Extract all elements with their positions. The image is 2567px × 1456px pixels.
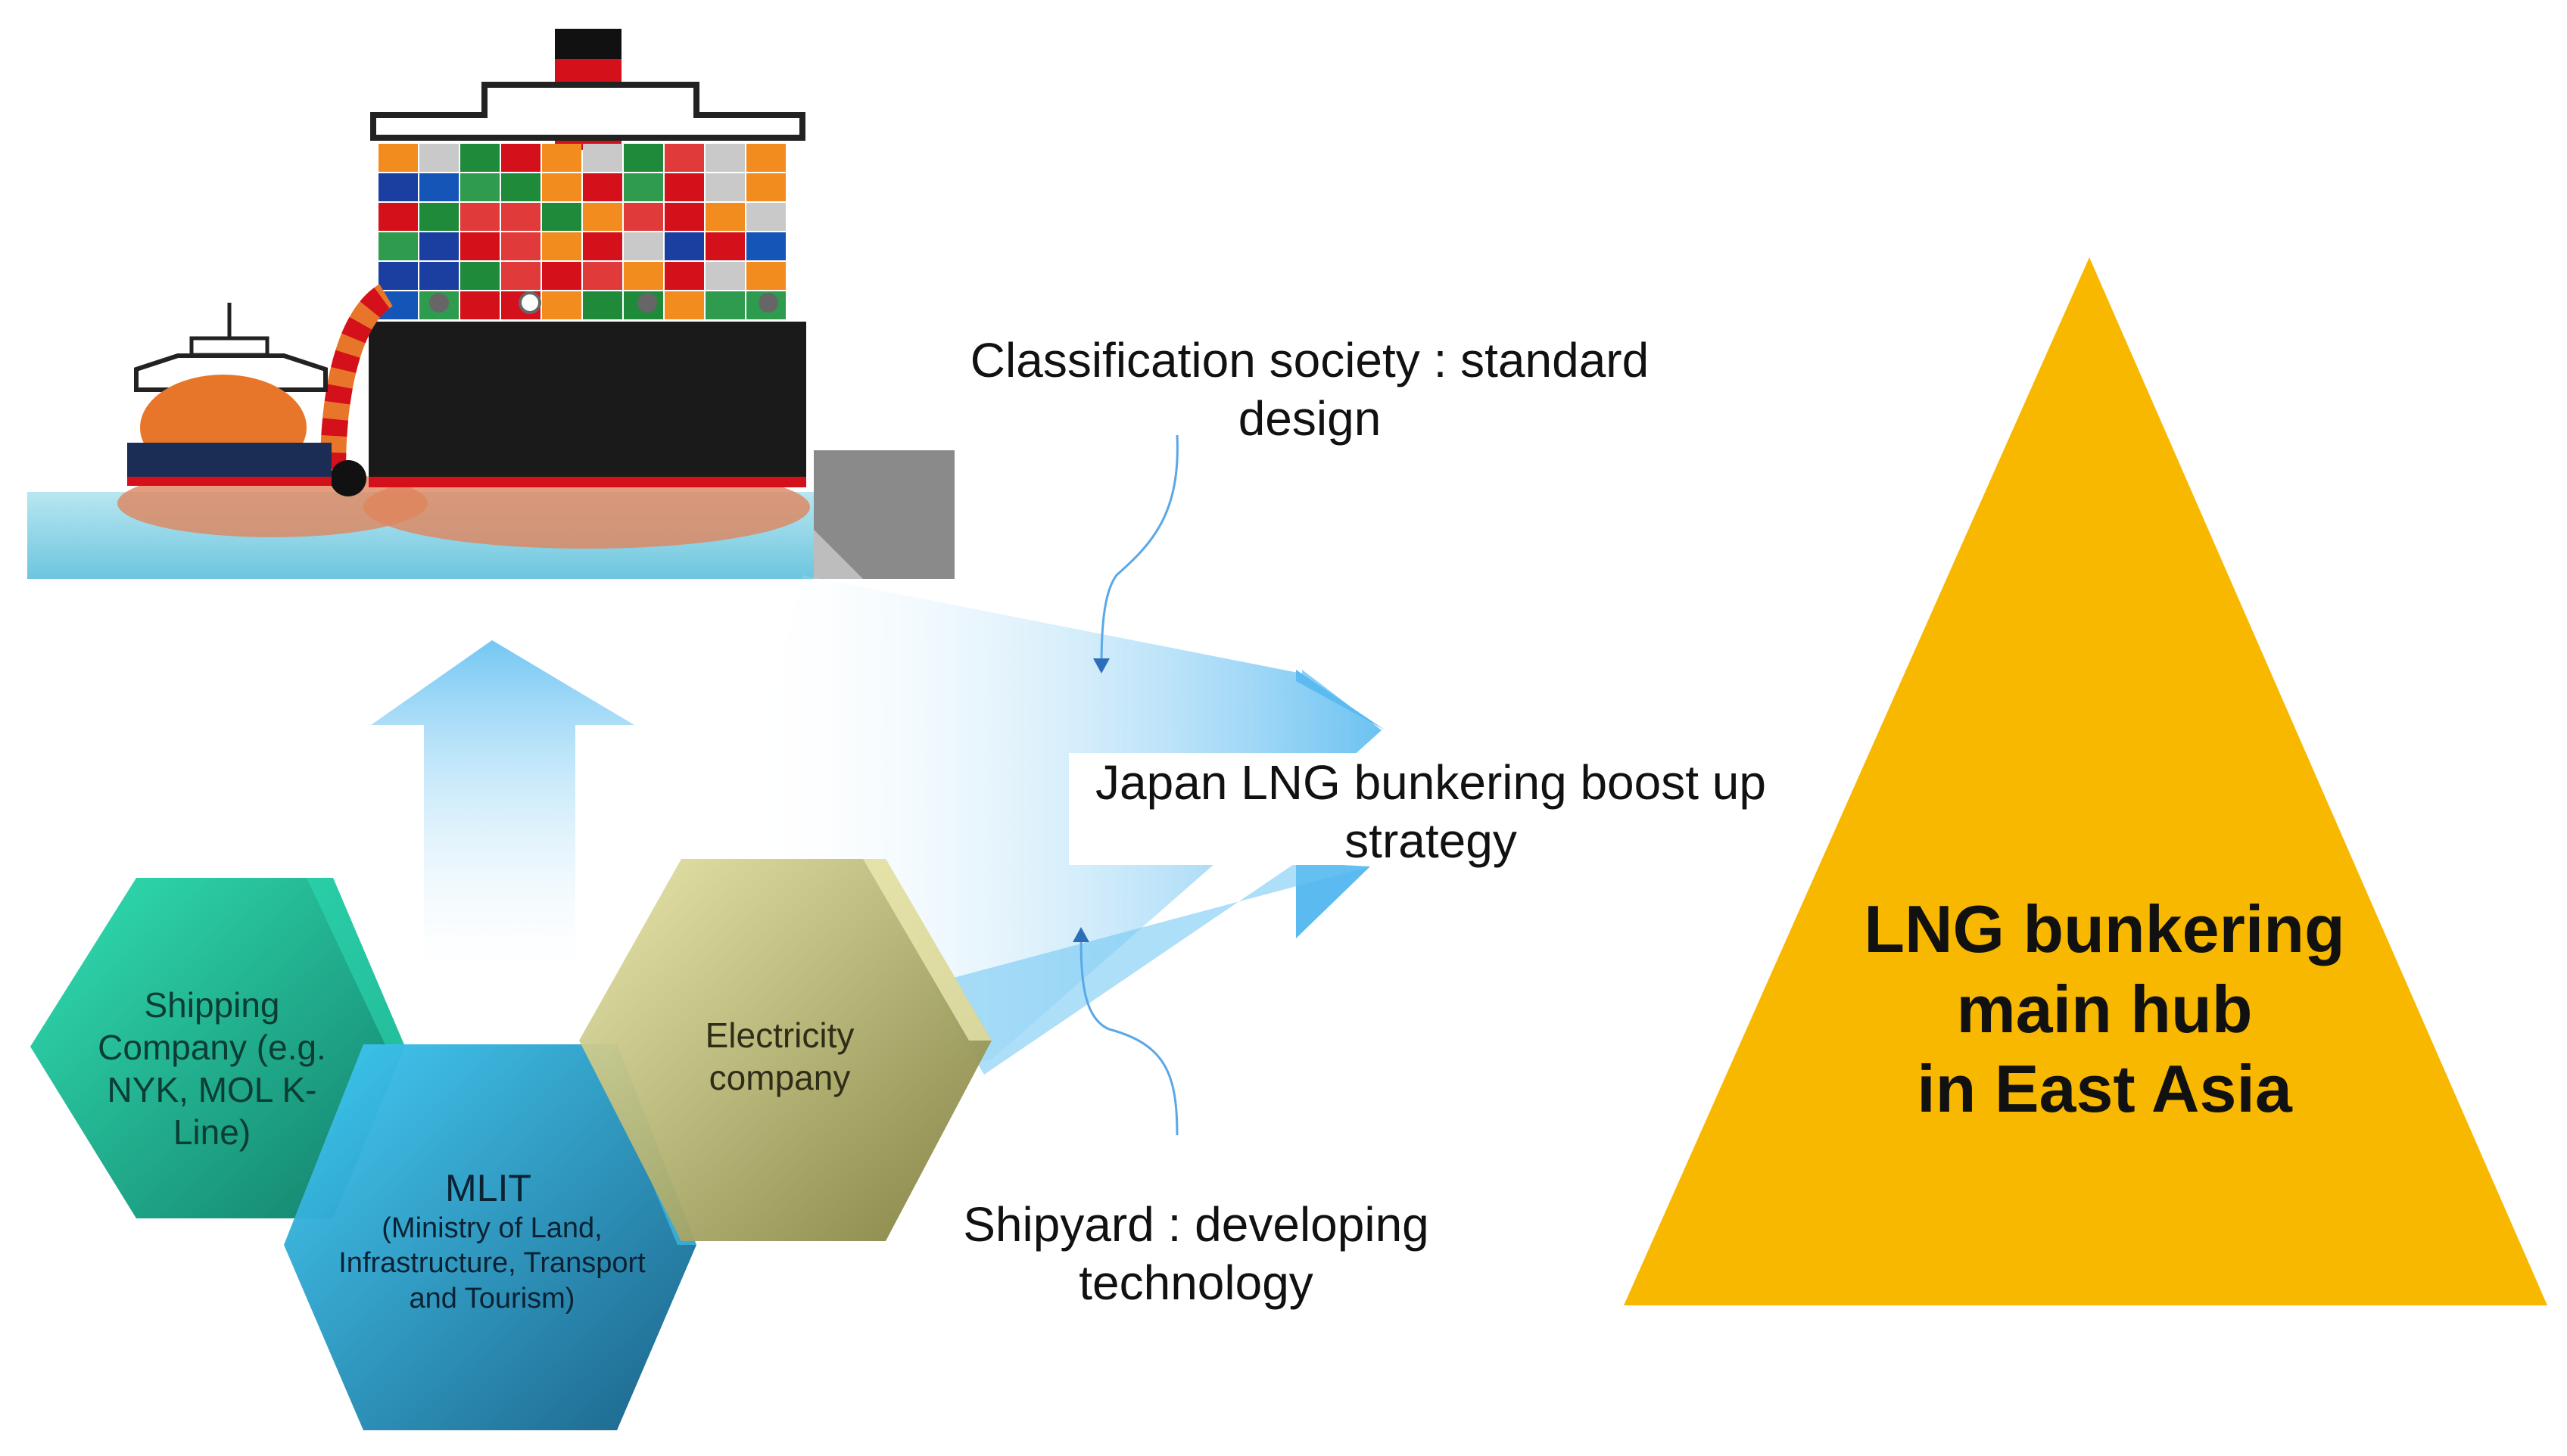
- up-arrow: [371, 640, 634, 969]
- hub-line-2: main hub: [1956, 971, 2253, 1047]
- container-box: [583, 262, 622, 290]
- container-box: [706, 232, 745, 260]
- container-box: [419, 232, 459, 260]
- container-box: [460, 203, 500, 231]
- container-box: [501, 173, 541, 201]
- hex-mlit: [284, 1044, 696, 1430]
- container-box: [706, 203, 745, 231]
- shipyard-label: Shipyard : developing technology: [963, 1197, 1429, 1310]
- container-box: [379, 144, 418, 172]
- container-box: [542, 144, 581, 172]
- container-box: [746, 173, 786, 201]
- container-box: [665, 203, 704, 231]
- container-box: [706, 144, 745, 172]
- container-box: [583, 232, 622, 260]
- container-stack: [379, 144, 786, 319]
- mlit-subtitle: (Ministry of Land, Infrastructure, Trans…: [338, 1212, 646, 1314]
- container-box: [665, 232, 704, 260]
- quay: [814, 450, 955, 579]
- container-box: [746, 144, 786, 172]
- container-box: [665, 262, 704, 290]
- container-box: [379, 232, 418, 260]
- hex-electricity: [579, 859, 992, 1241]
- container-box: [624, 203, 663, 231]
- container-box: [460, 291, 500, 319]
- container-box: [624, 262, 663, 290]
- container-box: [379, 203, 418, 231]
- container-box: [501, 262, 541, 290]
- electricity-label: Electricity company: [705, 1016, 855, 1098]
- container-box: [665, 173, 704, 201]
- container-box: [460, 144, 500, 172]
- container-box: [542, 262, 581, 290]
- container-box: [501, 203, 541, 231]
- mlit-title: MLIT: [445, 1167, 531, 1209]
- strategy-box: [1069, 753, 1777, 865]
- container-box: [379, 262, 418, 290]
- container-box: [460, 232, 500, 260]
- container-box: [419, 203, 459, 231]
- container-box: [583, 144, 622, 172]
- container-box: [583, 173, 622, 201]
- bunker-vessel: [127, 303, 332, 486]
- connector-shipyard: [1079, 934, 1179, 1136]
- container-box: [379, 173, 418, 201]
- container-box: [624, 144, 663, 172]
- container-box: [542, 232, 581, 260]
- hub-line-1: LNG bunkering: [1864, 891, 2345, 966]
- container-box: [542, 291, 581, 319]
- container-box: [542, 203, 581, 231]
- container-box: [665, 144, 704, 172]
- hub-triangle: [1624, 257, 2547, 1305]
- ship-illustration: [27, 29, 955, 579]
- strategy-label: Japan LNG bunkering boost up strategy: [1095, 755, 1766, 868]
- connector-classification: [1100, 434, 1179, 667]
- container-box: [501, 232, 541, 260]
- container-box: [460, 173, 500, 201]
- container-box: [746, 262, 786, 290]
- container-box: [624, 232, 663, 260]
- container-box: [419, 144, 459, 172]
- container-box: [542, 173, 581, 201]
- container-box: [624, 173, 663, 201]
- container-box: [501, 144, 541, 172]
- container-box: [746, 232, 786, 260]
- container-box: [706, 291, 745, 319]
- shipping-label: Shipping Company (e.g. NYK, MOL K-Line): [98, 985, 326, 1153]
- container-box: [583, 291, 622, 319]
- hub-line-3: in East Asia: [1917, 1051, 2292, 1127]
- container-box: [419, 262, 459, 290]
- container-box: [665, 291, 704, 319]
- container-box: [706, 173, 745, 201]
- container-ship: [369, 29, 806, 487]
- container-box: [706, 262, 745, 290]
- container-box: [583, 203, 622, 231]
- classification-label: Classification society : standard design: [970, 333, 1650, 446]
- hub-text: LNG bunkering main hub in East Asia: [1764, 889, 2445, 1129]
- container-box: [460, 262, 500, 290]
- container-box: [746, 203, 786, 231]
- container-box: [419, 173, 459, 201]
- hex-shipping: [30, 878, 405, 1218]
